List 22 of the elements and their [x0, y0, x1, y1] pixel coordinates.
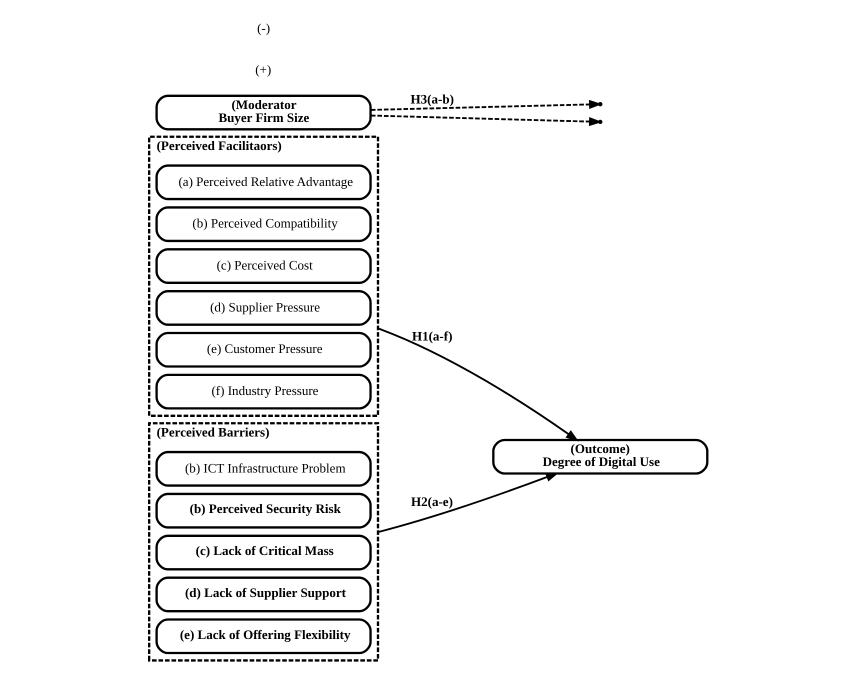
- edge-label: H3(a-b): [410, 91, 454, 106]
- arrow: [370, 100, 602, 111]
- node-box: (d) Supplier Pressure: [155, 290, 372, 326]
- arrow: [378, 328, 579, 442]
- node-box: (b) Perceived Security Risk: [155, 492, 372, 529]
- label: (-): [257, 20, 270, 36]
- label: (+): [255, 62, 272, 78]
- edge-label: H2(a-e): [411, 494, 453, 510]
- arrow: [370, 114, 602, 126]
- edge-label: H1(a-f): [412, 328, 452, 344]
- node-box: (c) Lack of Critical Mass: [155, 534, 372, 570]
- arrow: [378, 472, 559, 533]
- node-box: (c) Perceived Cost: [155, 248, 372, 284]
- node-box: (e) Lack of Offering Flexibility: [155, 618, 372, 654]
- node-box: (Moderator Buyer Firm Size: [155, 94, 372, 130]
- node-box: (d) Lack of Supplier Support: [155, 576, 372, 612]
- node-box: (a) Perceived Relative Advantage: [155, 164, 372, 200]
- node-box: (b) Perceived Compatibility: [155, 206, 372, 242]
- node-box: (e) Customer Pressure: [155, 332, 372, 368]
- node-box: (b) ICT Infrastructure Problem: [155, 450, 372, 487]
- node-box: (f) Industry Pressure: [155, 374, 372, 410]
- node-box: (Outcome) Degree of Digital Use: [492, 438, 708, 475]
